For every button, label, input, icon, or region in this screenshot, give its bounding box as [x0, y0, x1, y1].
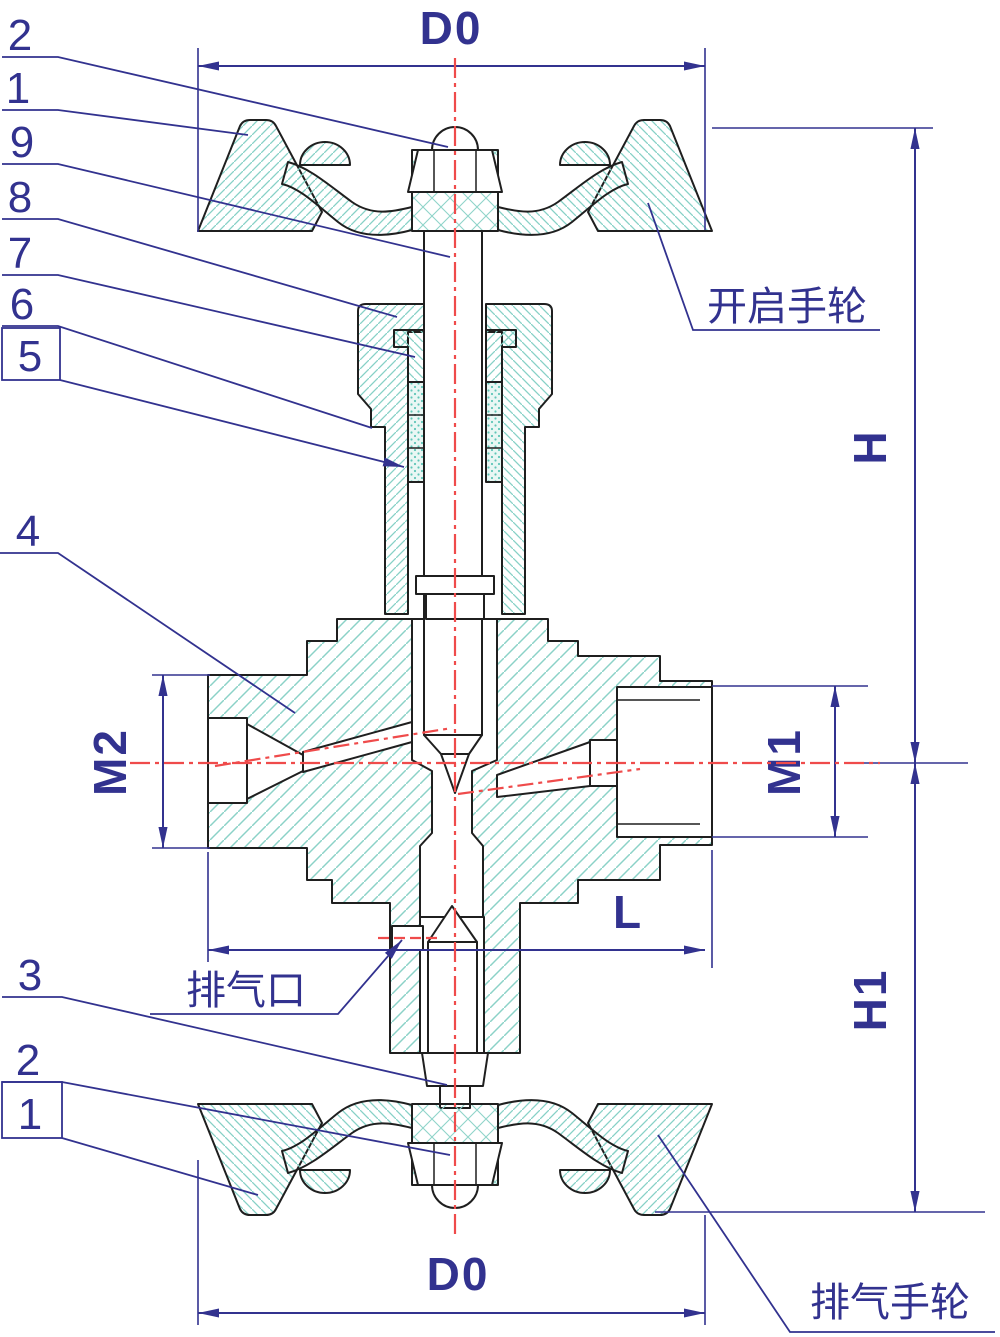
dim-label-h1: H1	[844, 969, 896, 1032]
callout-2-top: 2	[8, 11, 32, 60]
left-flow-centerline	[214, 726, 453, 768]
handwheel-rim-right	[587, 119, 713, 232]
callout-5: 5	[18, 332, 42, 381]
callout-3: 3	[18, 951, 42, 1000]
top-handwheel	[197, 119, 713, 236]
handwheel-spoke-right	[559, 141, 611, 166]
callout-6: 6	[10, 280, 34, 329]
right-flow-centerline	[457, 767, 641, 796]
callout-1-top: 1	[6, 64, 30, 113]
annotation-layer: 开启手轮 排气口 排气手轮	[150, 202, 995, 1333]
handwheel-spoke-left	[299, 141, 351, 166]
packing-left	[407, 381, 425, 483]
label-exhaust-handwheel: 排气手轮	[810, 1281, 970, 1325]
packing-right	[485, 381, 503, 483]
callout-9: 9	[10, 118, 34, 167]
stem	[423, 230, 483, 736]
left-passage	[302, 721, 413, 773]
label-open-handwheel: 开启手轮	[707, 285, 867, 329]
dim-label-d0-top: D0	[420, 2, 483, 54]
callout-8: 8	[8, 173, 32, 222]
handwheel-rim-left	[197, 119, 323, 232]
callout-layer: 2 1 9 8 7 6 5 4 3 2 1	[0, 11, 451, 1196]
centerlines	[130, 58, 880, 1238]
dim-label-m2: M2	[84, 728, 136, 796]
left-port-recess	[207, 717, 248, 804]
dimension-layer: D0 H H1 M1 M2 L D0	[84, 2, 985, 1325]
upper-spindle	[423, 230, 483, 794]
dim-label-d0-bottom: D0	[427, 1248, 490, 1300]
label-exhaust-port: 排气口	[186, 969, 306, 1013]
dim-label-h: H	[844, 429, 896, 464]
callout-4: 4	[16, 507, 40, 556]
right-passage	[496, 741, 591, 798]
callout-2-bottom: 2	[16, 1036, 40, 1085]
callout-7: 7	[8, 229, 32, 278]
exhaust-stem-barrel	[427, 941, 478, 1054]
dim-label-l: L	[613, 886, 643, 938]
callout-1-bottom: 1	[18, 1090, 42, 1139]
right-port-recess	[616, 686, 713, 838]
